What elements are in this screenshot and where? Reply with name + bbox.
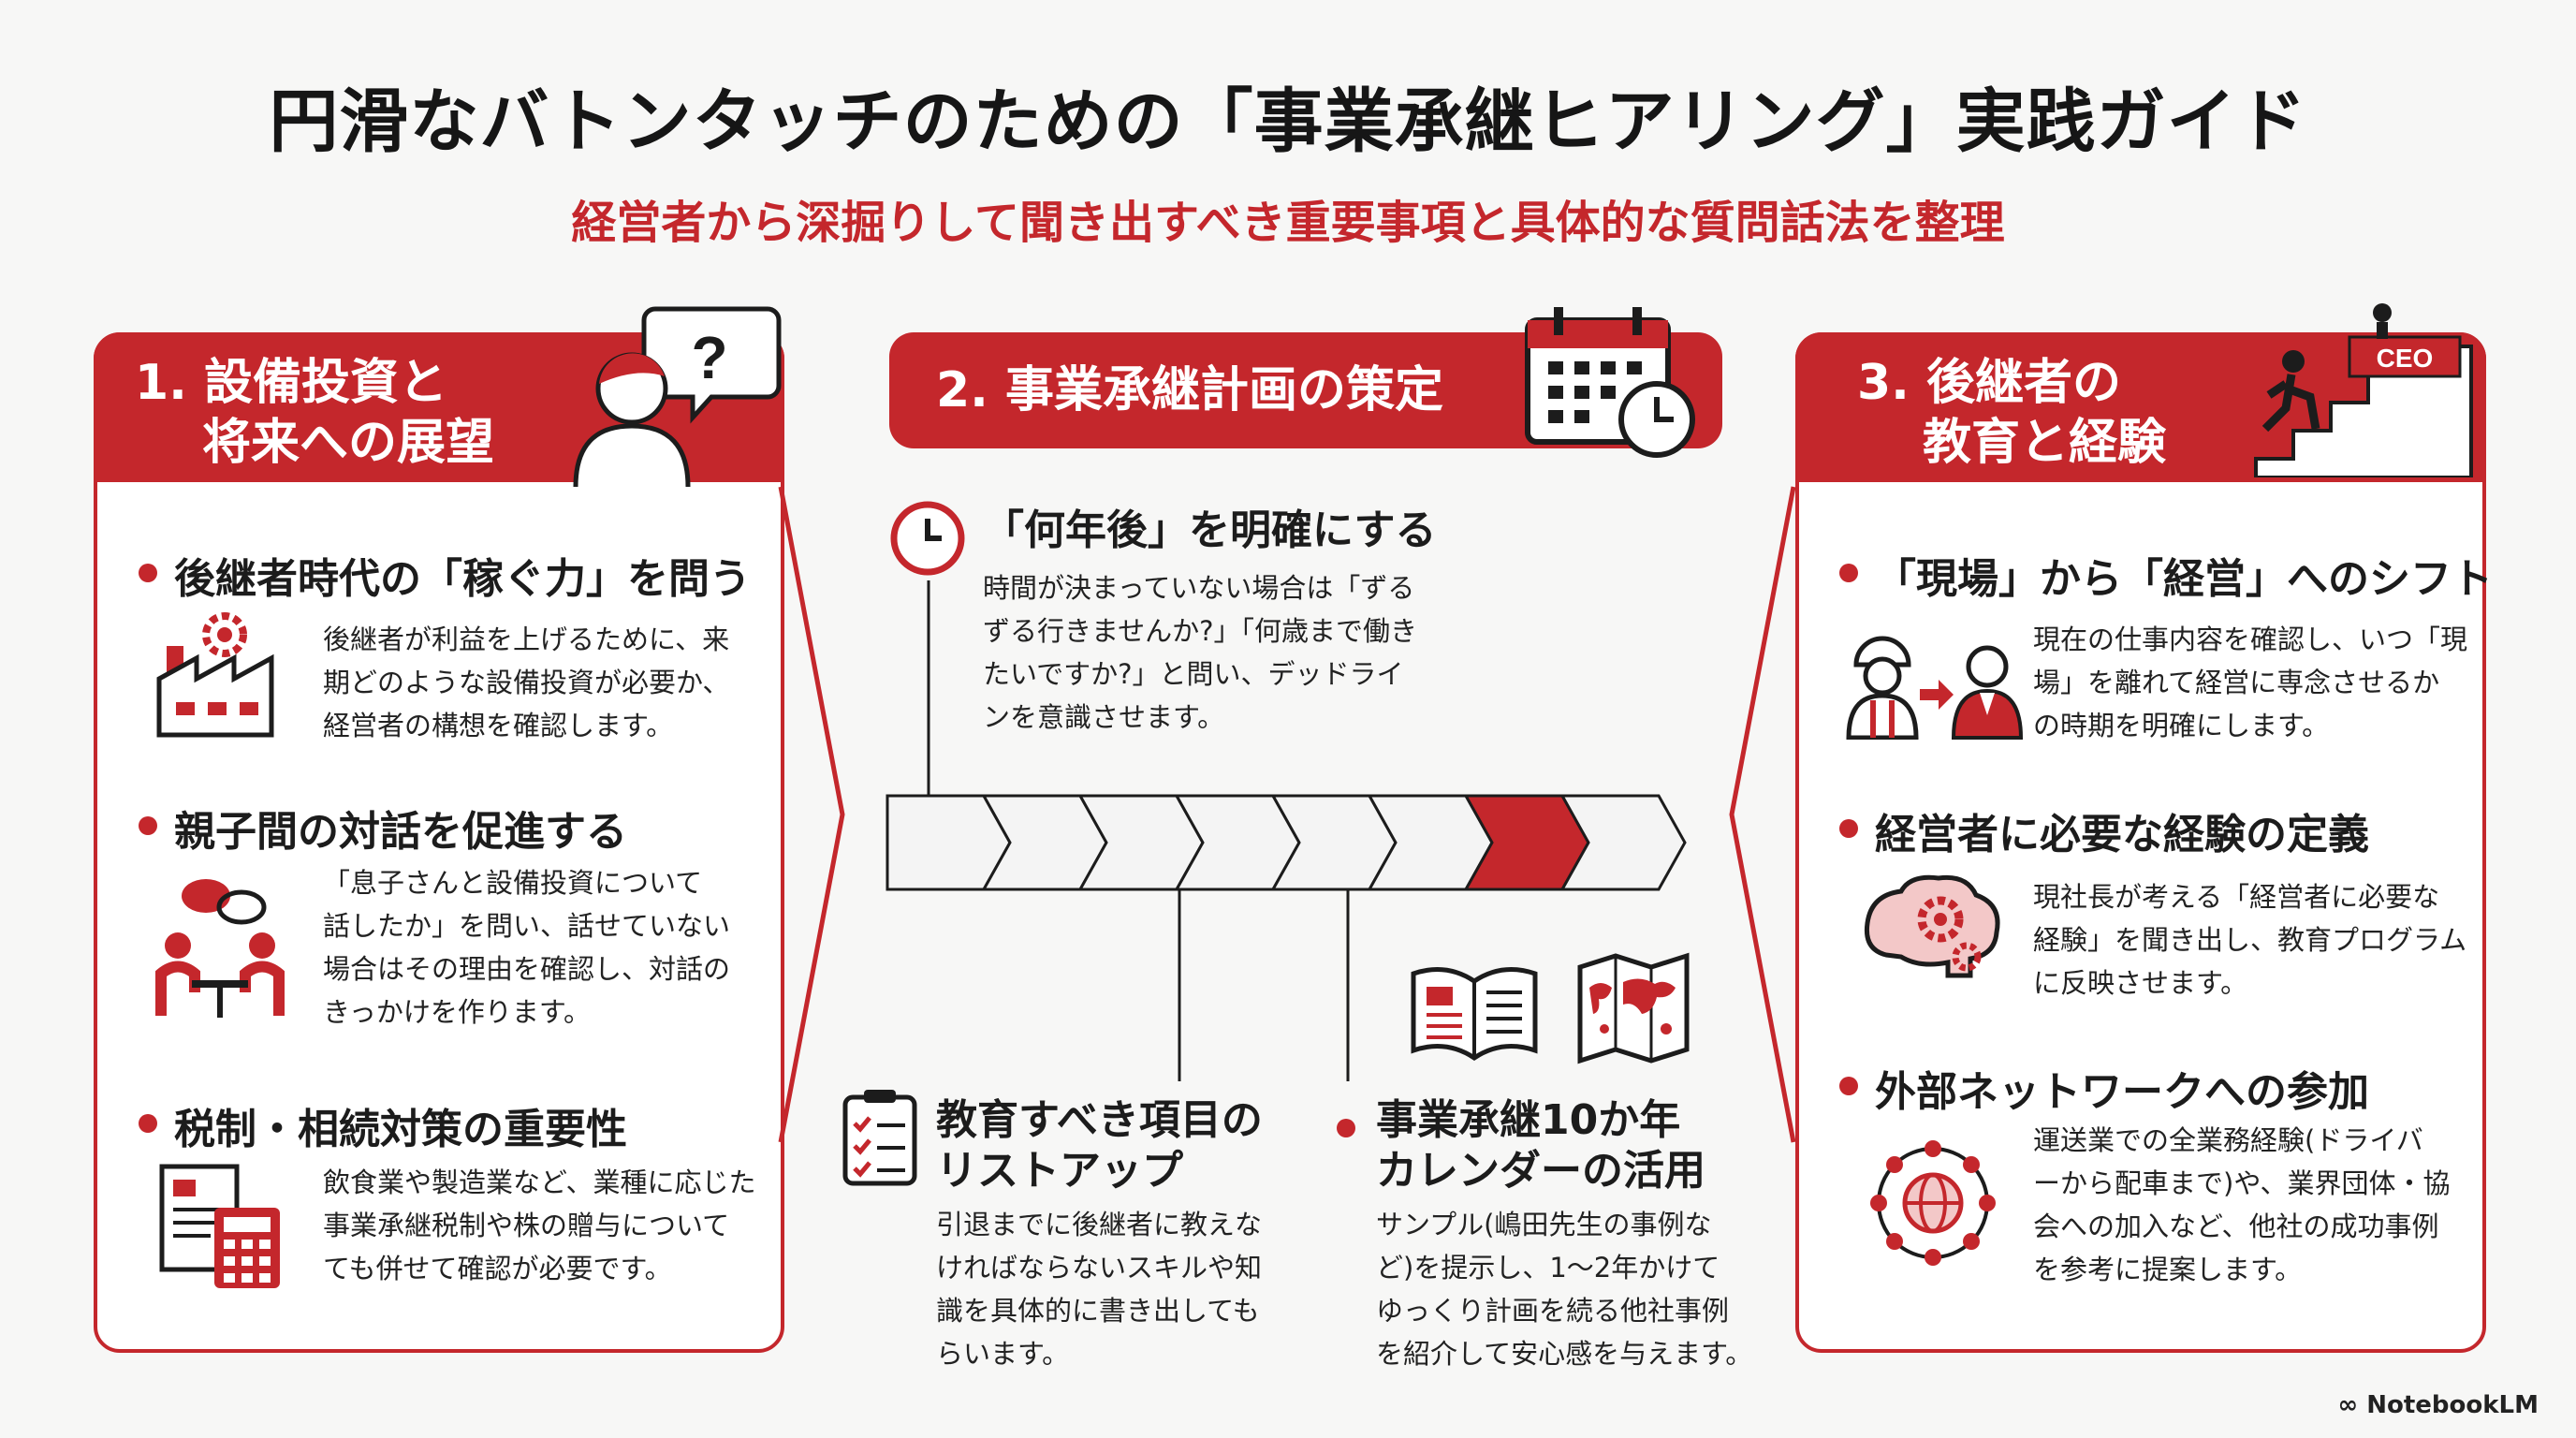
item-heading: 親子間の対話を促進する xyxy=(174,808,627,856)
calendar-text: サンプル(嶋田先生の事例な ど)を提示し、1〜2年かけて ゆっくり計画を続る他社… xyxy=(1376,1209,1753,1370)
open-book-icon xyxy=(1411,967,1538,1062)
network-globe-icon xyxy=(1870,1140,1996,1266)
panel-title: 1. 設備投資と 将来への展望 xyxy=(135,355,495,471)
bullet xyxy=(139,1114,157,1133)
bullet xyxy=(1337,1119,1355,1137)
bullet xyxy=(1839,564,1858,582)
clock-icon xyxy=(890,501,965,576)
left-flow-arrow xyxy=(778,486,845,1143)
education-list-text: 引退までに後継者に教えな ければならないスキルや知 識を具体的に書き出しても ら… xyxy=(936,1209,1263,1370)
worker-to-executive-icon xyxy=(1846,636,2024,740)
deadline-heading: 「何年後」を明確にする xyxy=(983,506,1437,554)
item-heading: 後継者時代の「稼ぐ力」を問う xyxy=(174,555,751,603)
bullet xyxy=(1839,819,1858,838)
deadline-text: 時間が決まっていない場合は「ずる ずる行きませんか?」「何歳まで働き たいですか… xyxy=(983,572,1418,733)
item-text: 「息子さんと設備投資について 話したか」を問い、話せていない 場合はその理由を確… xyxy=(323,867,731,1028)
document-calculator-icon xyxy=(159,1164,280,1288)
item-text: 運送業での全業務経験(ドライバ ーから配車まで)や、業界団体・協 会への加入など… xyxy=(2033,1124,2451,1285)
world-map-icon xyxy=(1577,952,1690,1064)
item-text: 現在の仕事内容を確認し、いつ「現 場」を離れて経営に専念させるか の時期を明確に… xyxy=(2033,624,2468,741)
bullet xyxy=(1839,1077,1858,1095)
panel-title: 3. 後継者の 教育と経験 xyxy=(1857,355,2167,471)
item-heading: 経営者に必要な経験の定義 xyxy=(1875,811,2369,858)
calendar-heading: 事業承継10か年 カレンダーの活用 xyxy=(1376,1096,1705,1195)
bullet xyxy=(139,564,157,582)
bullet xyxy=(139,816,157,835)
notebooklm-logo: ∞ NotebookLM xyxy=(2337,1391,2539,1419)
conversation-icon xyxy=(155,879,285,1018)
page-title: 円滑なバトンタッチのための「事業承継ヒアリング」実践ガイド xyxy=(269,81,2307,162)
checklist-icon xyxy=(842,1090,917,1186)
right-flow-arrow xyxy=(1729,486,1796,1143)
factory-gear-icon xyxy=(156,612,274,738)
item-heading: 「現場」から「経営」へのシフト xyxy=(1875,555,2493,603)
item-heading: 税制・相続対策の重要性 xyxy=(174,1106,627,1153)
brain-gear-icon xyxy=(1864,874,2000,978)
planning-title: 2. 事業承継計画の策定 xyxy=(936,362,1444,418)
item-text: 飲食業や製造業など、業種に応じた 事業承継税制や株の贈与について ても併せて確認… xyxy=(323,1167,756,1284)
timeline-chevron xyxy=(1559,794,1687,891)
item-heading: 外部ネットワークへの参加 xyxy=(1875,1068,2369,1116)
timeline-chevrons xyxy=(886,794,1687,891)
education-list-heading: 教育すべき項目の リストアップ xyxy=(936,1096,1263,1195)
item-text: 現社長が考える「経営者に必要な 経験」を聞き出し、教育プログラム に反映させます… xyxy=(2033,881,2467,999)
question-person-icon: ? xyxy=(573,306,782,487)
ceo-stairs-icon: CEO xyxy=(2254,303,2473,477)
item-text: 後継者が利益を上げるために、来 期どのような設備投資が必要か、 経営者の構想を確… xyxy=(323,624,730,741)
calendar-clock-icon xyxy=(1525,307,1695,458)
ceo-label: CEO xyxy=(2377,344,2434,373)
svg-text:?: ? xyxy=(691,324,727,391)
page-subtitle: 経営者から深掘りして聞き出すべき重要事項と具体的な質問話法を整理 xyxy=(571,197,2005,249)
timeline xyxy=(886,580,1687,1081)
